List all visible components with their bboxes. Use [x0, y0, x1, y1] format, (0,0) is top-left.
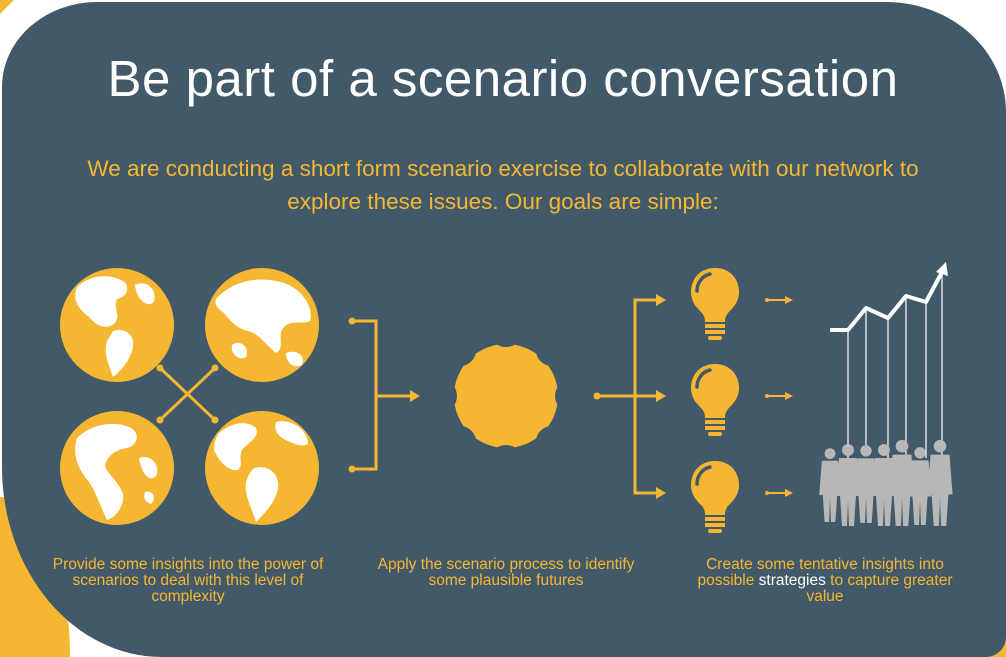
globes-cluster: [60, 268, 319, 525]
gear-icon: [423, 313, 589, 479]
slide-title: Be part of a scenario conversation: [107, 50, 899, 107]
slide-subtitle: We are conducting a short form scenario …: [87, 156, 919, 214]
globe-icon: [60, 411, 174, 525]
caption-text-after: to capture greater value: [806, 572, 953, 605]
caption-strategies: Create some tentative insights into poss…: [680, 557, 970, 605]
fork-connector: [593, 294, 666, 499]
caption-text-before: Create some tentative insights into poss…: [697, 556, 944, 589]
lightbulb-icon: [689, 459, 741, 535]
arrow-icon: [764, 295, 794, 305]
globe-icon: [60, 268, 174, 382]
lightbulb-icon: [689, 362, 741, 438]
globe-icon: [205, 411, 319, 525]
corner-accent-top-left: [0, 0, 14, 14]
arrow-icon: [764, 488, 794, 498]
globe-icon: [205, 268, 319, 382]
lightbulb-icon: [689, 266, 741, 342]
caption-insights: Provide some insights into the power of …: [52, 556, 324, 605]
bracket-connector: [348, 317, 420, 473]
arrow-icon: [764, 391, 794, 401]
people-silhouettes-icon: [819, 439, 953, 526]
caption-highlight: strategies: [758, 572, 826, 589]
caption-scenario-process: Apply the scenario process to identify s…: [377, 556, 635, 589]
growth-chart-icon: [830, 262, 948, 460]
